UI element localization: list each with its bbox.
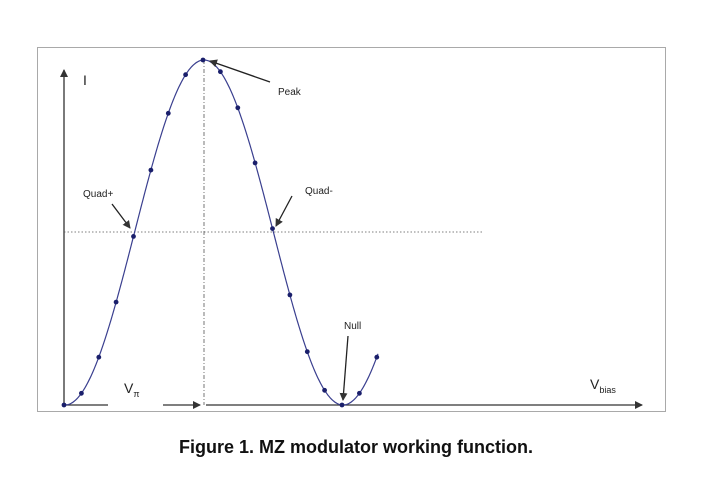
curve-markers — [61, 57, 380, 408]
vpi-label: Vπ — [124, 380, 140, 399]
curve-marker — [235, 105, 241, 111]
curve-marker — [96, 354, 102, 360]
peak-label: Peak — [278, 87, 302, 98]
curve-marker — [322, 387, 327, 393]
curve-marker — [252, 160, 258, 166]
x-axis-label: Vbias — [590, 376, 616, 395]
null-pointer — [339, 335, 349, 401]
y-axis-label: I — [83, 72, 87, 88]
figure-frame — [37, 47, 666, 412]
curve-marker — [287, 292, 293, 298]
figure-caption: Figure 1. MZ modulator working function. — [179, 437, 533, 457]
curve-marker — [165, 110, 171, 116]
transfer-curve — [64, 59, 379, 406]
vpi-label-main: V — [124, 380, 134, 396]
quad-minus-label: Quad- — [305, 186, 333, 197]
quad-plus-label: Quad+ — [83, 189, 113, 200]
curve-marker — [270, 226, 275, 232]
curve-marker — [131, 234, 136, 239]
curve-marker — [357, 390, 362, 396]
x-axis-label-main: V — [590, 376, 600, 392]
curve-marker — [374, 354, 380, 360]
curve-marker — [79, 390, 84, 396]
quad-plus-pointer — [111, 203, 131, 229]
curve-marker — [304, 349, 310, 355]
peak-pointer — [209, 59, 271, 83]
quad-minus-pointer — [275, 195, 293, 227]
curve-marker — [61, 402, 67, 408]
curve-marker — [200, 57, 206, 63]
null-label: Null — [344, 321, 361, 332]
x-axis-label-sub: bias — [599, 385, 616, 395]
vpi-label-sub: π — [133, 389, 139, 399]
curve-marker — [218, 69, 223, 75]
curve-marker — [148, 167, 154, 173]
curve-marker — [183, 72, 189, 78]
curve-marker — [339, 402, 345, 408]
curve-marker — [113, 299, 119, 305]
